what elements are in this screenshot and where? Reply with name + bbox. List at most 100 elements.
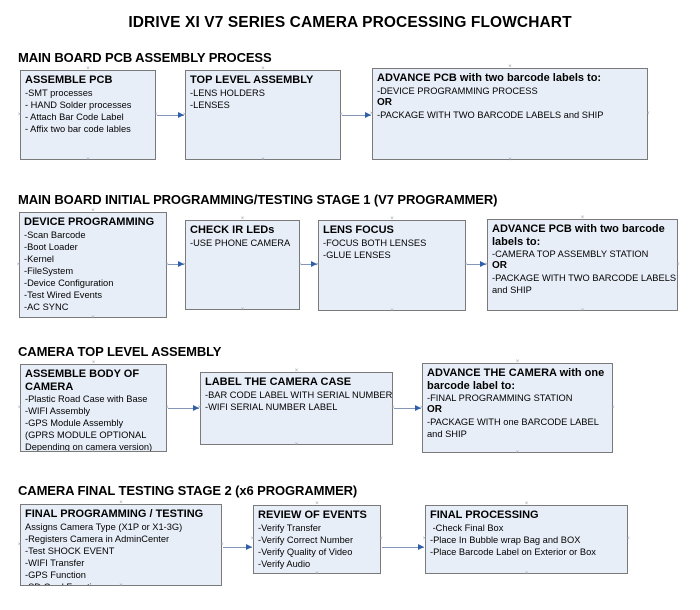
process-box-line: -WIFI Assembly: [25, 406, 91, 417]
flow-arrow-icon: [223, 543, 252, 552]
process-box-line: OR: [492, 260, 507, 272]
process-box-line: -Test Wired Events: [24, 289, 103, 300]
flow-arrow-icon: [394, 404, 421, 413]
flow-arrow-head: [178, 261, 184, 267]
process-box-title: ADVANCE PCB with two barcode labels to:: [377, 72, 602, 84]
process-box-title: LABEL THE CAMERA CASE: [205, 376, 352, 388]
process-box-line: -PACKAGE WITH TWO BARCODE LABELS: [492, 273, 677, 284]
process-box[interactable]: REVIEW OF EVENTS-Verify Transfer-Verify …: [253, 505, 381, 574]
process-box-line: -Check Final Box: [430, 522, 504, 533]
process-box-line: -SD Card Function: [25, 581, 218, 585]
process-box-line: -FOCUS BOTH LENSES: [323, 237, 427, 248]
process-box[interactable]: ADVANCE THE CAMERA with one barcode labe…: [422, 363, 613, 453]
process-box[interactable]: LABEL THE CAMERA CASE-BAR CODE LABEL WIT…: [200, 372, 393, 445]
flow-arrow-head: [365, 112, 371, 118]
process-box-title: FINAL PROGRAMMING / TESTING: [25, 508, 204, 520]
process-box-line: -WIFI SERIAL NUMBER LABEL: [205, 401, 338, 412]
flow-arrow-icon: [342, 111, 371, 120]
process-box-line: -PACKAGE WITH one BARCODE LABEL: [427, 417, 599, 428]
process-box-line: -USE PHONE CAMERA: [190, 237, 291, 248]
process-box-line: - Affix two bar code lables: [25, 123, 131, 134]
process-box-line: -Registers Camera in AdminCenter: [25, 533, 170, 544]
process-box-line: -FileSystem: [24, 265, 74, 276]
flow-arrow-icon: [168, 404, 199, 413]
process-box-title: ASSEMBLE BODY OF CAMERA: [25, 368, 140, 393]
process-box[interactable]: ASSEMBLE BODY OF CAMERA-Plastic Road Cas…: [20, 364, 167, 452]
flow-arrow-shaft: [301, 264, 317, 265]
section-heading: CAMERA FINAL TESTING STAGE 2 (x6 PROGRAM…: [18, 483, 358, 498]
process-box-line: -GLUE LENSES: [323, 249, 391, 260]
process-box-title: LENS FOCUS: [323, 224, 394, 236]
process-box-line: - HAND Solder processes: [25, 99, 132, 110]
flow-arrow-head: [246, 544, 252, 550]
section-heading: CAMERA TOP LEVEL ASSEMBLY: [18, 344, 222, 359]
process-box[interactable]: ADVANCE PCB with two barcode labels to:-…: [372, 68, 648, 160]
flow-arrow-head: [178, 112, 184, 118]
process-box[interactable]: FINAL PROCESSING -Check Final Box-Place …: [425, 505, 628, 574]
flow-arrow-icon: [382, 543, 424, 552]
process-box-title: REVIEW OF EVENTS: [258, 509, 367, 521]
process-box-line: -BAR CODE LABEL WITH SERIAL NUMBER: [205, 389, 393, 400]
process-box-line: OR: [427, 404, 442, 416]
process-box-line: -Verify Transfer: [258, 522, 322, 533]
process-box[interactable]: ASSEMBLE PCB-SMT processes- HAND Solder …: [20, 70, 156, 160]
process-box-line: and SHIP: [492, 285, 532, 296]
flow-arrow-head: [193, 405, 199, 411]
flow-arrow-icon: [301, 260, 317, 269]
process-box-line: -Boot Loader: [24, 241, 78, 252]
process-box-line: -PACKAGE WITH TWO BARCODE LABELS and SHI…: [377, 109, 604, 120]
process-box-line: -GPS Module Assembly: [25, 418, 124, 429]
process-box[interactable]: LENS FOCUS-FOCUS BOTH LENSES-GLUE LENSES: [318, 220, 466, 311]
flow-arrow-shaft: [342, 115, 371, 116]
flow-arrow-shaft: [382, 547, 424, 548]
process-box[interactable]: DEVICE PROGRAMMING-Scan Barcode-Boot Loa…: [19, 212, 167, 318]
process-box-line: -LENS HOLDERS: [190, 87, 265, 98]
flow-arrow-shaft: [223, 547, 252, 548]
section-heading: MAIN BOARD INITIAL PROGRAMMING/TESTING S…: [18, 192, 498, 207]
process-box-line: -Verify Quality of Video: [258, 546, 353, 557]
flow-arrow-icon: [168, 260, 184, 269]
flow-arrow-shaft: [168, 408, 199, 409]
process-box-line: -FINAL PROGRAMMING STATION: [427, 393, 573, 403]
process-box-line: -Scan Barcode: [24, 229, 86, 240]
flow-arrow-shaft: [394, 408, 421, 409]
process-box-title: ASSEMBLE PCB: [25, 74, 113, 86]
process-box-line: -GPS Function: [25, 569, 86, 580]
page-title: IDRIVE XI V7 SERIES CAMERA PROCESSING FL…: [128, 14, 572, 31]
process-box-line: -Test SHOCK EVENT: [25, 545, 115, 556]
process-box-line: and SHIP: [427, 429, 467, 440]
flow-arrow-head: [415, 405, 421, 411]
process-box-line: -WIFI Transfer: [25, 557, 85, 568]
flow-arrow-icon: [157, 111, 184, 120]
process-box-line: - Attach Bar Code Label: [25, 111, 124, 122]
process-box-line: -Place In Bubble wrap Bag and BOX: [430, 534, 581, 545]
process-box-line: -Verify Correct Number: [258, 534, 354, 545]
process-box-line: -Device Configuration: [24, 277, 114, 288]
process-box-line: Assigns Camera Type (X1P or X1-3G): [25, 521, 183, 532]
process-box-title: CHECK IR LEDs: [190, 224, 275, 236]
process-box-line: Depending on camera version): [25, 442, 153, 452]
process-box[interactable]: CHECK IR LEDs-USE PHONE CAMERA: [185, 220, 300, 310]
process-box-line: -Verify Audio: [258, 558, 311, 569]
process-box-line: OR: [377, 96, 392, 108]
flow-arrow-shaft: [168, 264, 184, 265]
process-box-line: -DEVICE PROGRAMMING PROCESS: [377, 85, 538, 96]
flow-arrow-head: [418, 544, 424, 550]
process-box-line: -Kernel: [24, 253, 54, 264]
section-heading: MAIN BOARD PCB ASSEMBLY PROCESS: [18, 50, 272, 65]
flow-arrow-head: [311, 261, 317, 267]
process-box-line: -Plastic Road Case with Base: [25, 394, 148, 404]
flow-arrow-head: [480, 261, 486, 267]
process-box[interactable]: TOP LEVEL ASSEMBLY-LENS HOLDERS-LENSES: [185, 70, 341, 160]
process-box-line: (GPRS MODULE OPTIONAL: [25, 430, 147, 441]
flow-arrow-shaft: [157, 115, 184, 116]
flow-arrow-shaft: [467, 264, 486, 265]
process-box-title: ADVANCE PCB with two barcode labels to:: [492, 223, 665, 248]
process-box-line: -AC SYNC: [24, 302, 69, 313]
process-box-title: DEVICE PROGRAMMING: [24, 216, 155, 228]
process-box[interactable]: ADVANCE PCB with two barcode labels to: -…: [487, 219, 678, 311]
process-box-line: -Place Barcode Label on Exterior or Box: [430, 546, 596, 557]
flow-arrow-icon: [467, 260, 486, 269]
